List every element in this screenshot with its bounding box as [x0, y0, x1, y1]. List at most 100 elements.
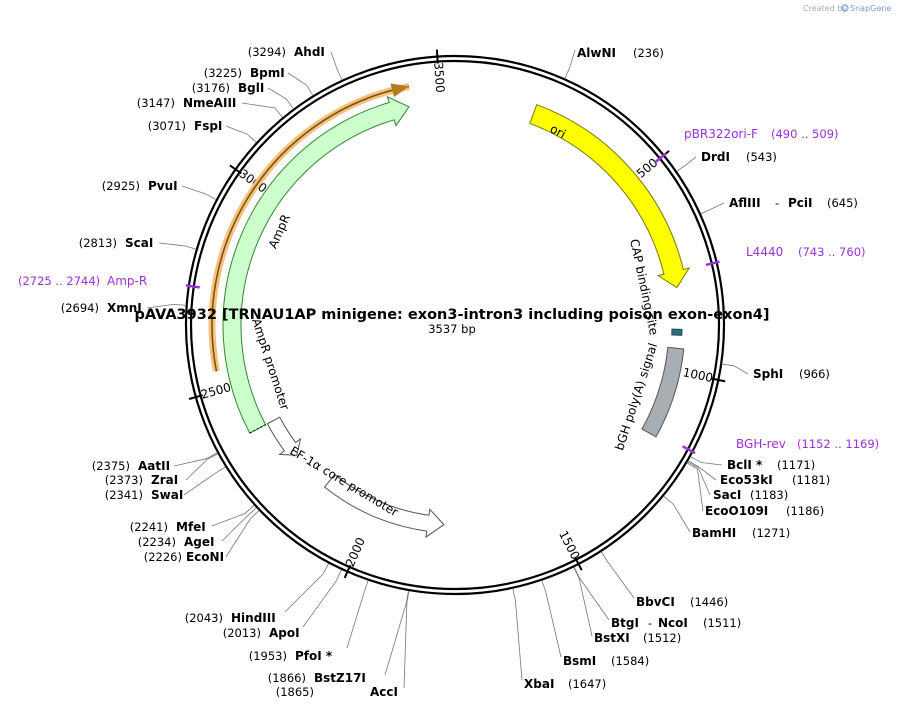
- plasmid-title: pAVA3932 [TRNAU1AP minigene: exon3-intro…: [134, 307, 769, 323]
- site-label: HindIII: [231, 611, 276, 625]
- ruler-tick: [343, 564, 352, 579]
- site-label: BbvCI: [636, 595, 675, 609]
- site-label: XbaI: [524, 677, 554, 691]
- site-label: EcoO109I: [705, 504, 768, 518]
- site-position: (2241): [130, 520, 168, 534]
- site-label: BglI: [238, 81, 264, 95]
- site-separator: -: [775, 196, 779, 210]
- credit-brand: SnapGene: [850, 4, 891, 13]
- site-position: (966): [799, 367, 830, 381]
- primer-label: L4440: [746, 245, 783, 259]
- primer-label: pBR322ori-F: [684, 127, 758, 141]
- primer-range: (490 .. 509): [771, 127, 839, 141]
- feature-bgh-polya: [641, 346, 685, 438]
- site-label: EcoNI: [186, 550, 224, 564]
- site-label: BamHI: [692, 526, 736, 540]
- site-label: SwaI: [151, 488, 183, 502]
- site-leader-line: [241, 102, 283, 118]
- primer-mark: [654, 152, 667, 164]
- primer-label: Amp-R: [107, 274, 147, 288]
- site-label: BstXI: [594, 631, 630, 645]
- feature-ampr-promoter: [266, 416, 302, 456]
- site-leader-line: [211, 505, 255, 527]
- site-leader-line: [403, 590, 410, 689]
- backbone: [184, 54, 726, 596]
- feature-cap-site: [671, 328, 683, 336]
- site-position: (3176): [192, 81, 230, 95]
- site-position: (2925): [102, 179, 140, 193]
- site-label: PfoI *: [295, 649, 333, 663]
- site-label: MfeI: [176, 520, 206, 534]
- site-position: (2694): [61, 301, 99, 315]
- site-leader-line: [146, 303, 186, 309]
- site-leader-line: [284, 563, 329, 613]
- site-leader-line: [564, 49, 576, 79]
- site-leader-line: [330, 51, 343, 80]
- site-leader-line: [512, 588, 523, 681]
- ruler-tick-label: 1000: [681, 365, 714, 385]
- site-label: AccI: [370, 685, 398, 699]
- site-position: (3071): [148, 119, 186, 133]
- site-label: DrdI: [701, 150, 730, 164]
- site-position: (1512): [643, 631, 681, 645]
- site-position: (1953): [249, 649, 287, 663]
- site-position: (1271): [752, 526, 790, 540]
- feature-label-ef1a: EF-1α core promoter: [287, 444, 400, 520]
- primer-labels: pBR322ori-F (490 .. 509) L4440 (743 .. 7…: [18, 127, 879, 451]
- site-label: BclI *: [727, 458, 763, 472]
- site-position: (236): [633, 46, 664, 60]
- site-position: (2813): [79, 236, 117, 250]
- primer-mark: [185, 284, 200, 289]
- site-position: (1186): [786, 504, 824, 518]
- primer-label: BGH-rev: [736, 437, 786, 451]
- site-label: AhdI: [294, 45, 325, 59]
- ruler-tick-label: 1500: [556, 528, 582, 562]
- site-position: (1181): [792, 473, 830, 487]
- ruler-tick: [435, 49, 439, 64]
- site-position: (3225): [204, 66, 242, 80]
- site-position: (1584): [611, 654, 649, 668]
- site-leader-line: [601, 551, 635, 599]
- site-label: SacI: [713, 488, 741, 502]
- highlight-arrowhead: [390, 83, 410, 98]
- ruler-tick-label: 2500: [199, 380, 232, 402]
- site-leader-line: [173, 452, 218, 467]
- credit: Created by SnapGene: [803, 4, 891, 13]
- site-label: BstZ17I: [314, 671, 366, 685]
- features: [208, 82, 691, 539]
- primer-mark: [705, 260, 720, 267]
- site-position: (2373): [105, 473, 143, 487]
- ruler-tick-label: 2000: [343, 535, 368, 569]
- site-label: AflIII: [729, 196, 761, 210]
- site-leader-line: [686, 462, 704, 512]
- site-leader-line: [663, 495, 691, 533]
- site-leader-line: [287, 72, 314, 96]
- site-position: (1446): [690, 595, 728, 609]
- site-leader-line: [346, 580, 369, 649]
- site-label: BtgI: [611, 616, 639, 630]
- site-leader-line: [541, 580, 562, 658]
- site-label: ApoI: [269, 626, 300, 640]
- site-label: AatII: [138, 459, 170, 473]
- site-leader-line: [158, 242, 196, 250]
- site-label: PciI: [788, 196, 813, 210]
- feature-ori: [529, 104, 691, 289]
- primer-range: (1152 .. 1169): [797, 437, 879, 451]
- site-label: ScaI: [125, 236, 153, 250]
- site-leader-lines: [146, 49, 749, 689]
- highlight-arc-core: [211, 85, 410, 372]
- site-leader-line: [722, 363, 749, 375]
- site-label: ZraI: [151, 473, 178, 487]
- snapgene-logo-icon: [841, 4, 849, 12]
- site-labels: AlwNI (236) DrdI (543) AflIII - PciI (64…: [61, 45, 858, 699]
- site-leader-line: [676, 156, 697, 172]
- site-label: AgeI: [184, 535, 214, 549]
- site-label: NcoI: [658, 616, 688, 630]
- site-leader-line: [181, 185, 217, 200]
- site-leader-line: [573, 567, 593, 637]
- site-leader-line: [690, 456, 723, 466]
- site-position: (1171): [777, 458, 815, 472]
- site-leader-line: [573, 567, 610, 621]
- primer-mark: [682, 445, 696, 455]
